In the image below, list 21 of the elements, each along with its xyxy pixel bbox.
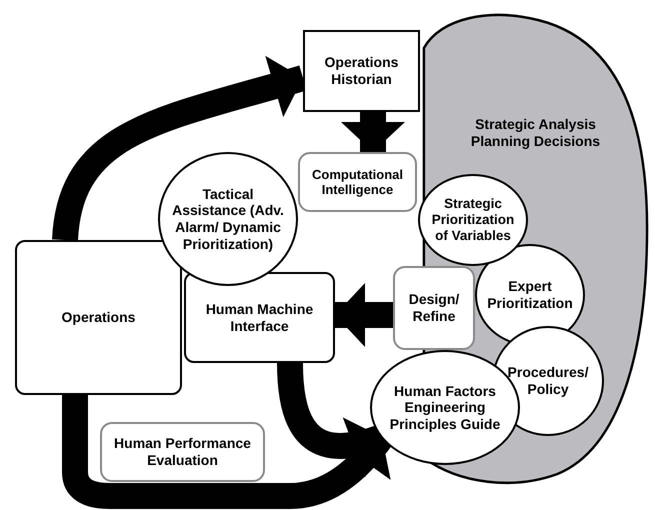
node-label: Operations: [62, 309, 136, 326]
node-label: Strategic Prioritization of Variables: [430, 196, 516, 244]
rounded-box: [298, 152, 417, 212]
node-label: Procedures/ Policy: [506, 364, 590, 398]
node-label: Operations Historian: [324, 54, 400, 88]
rounded-box: [393, 266, 475, 350]
node-label: Design/ Refine: [408, 291, 460, 325]
node-label: Human Performance Evaluation: [113, 435, 252, 469]
rounded-box: [100, 422, 265, 482]
process-box: [303, 30, 420, 112]
thick-arrow: [62, 395, 392, 509]
node-label: Human Machine Interface: [204, 300, 314, 334]
thick-arrow: [335, 283, 393, 347]
node-label: Human Factors Engineering Principles Guide: [388, 382, 502, 432]
node-label: Tactical Assistance (Adv. Alarm/ Dynamic Prioritization): [171, 186, 285, 252]
node-label: Computational Intelligence: [311, 166, 404, 198]
rounded-box: [184, 272, 335, 363]
node-label: Strategic Analysis Planning Decisions: [470, 116, 602, 150]
rounded-box: [15, 240, 182, 395]
node-label: Expert Prioritization: [486, 278, 574, 312]
thick-arrow: [341, 112, 405, 152]
